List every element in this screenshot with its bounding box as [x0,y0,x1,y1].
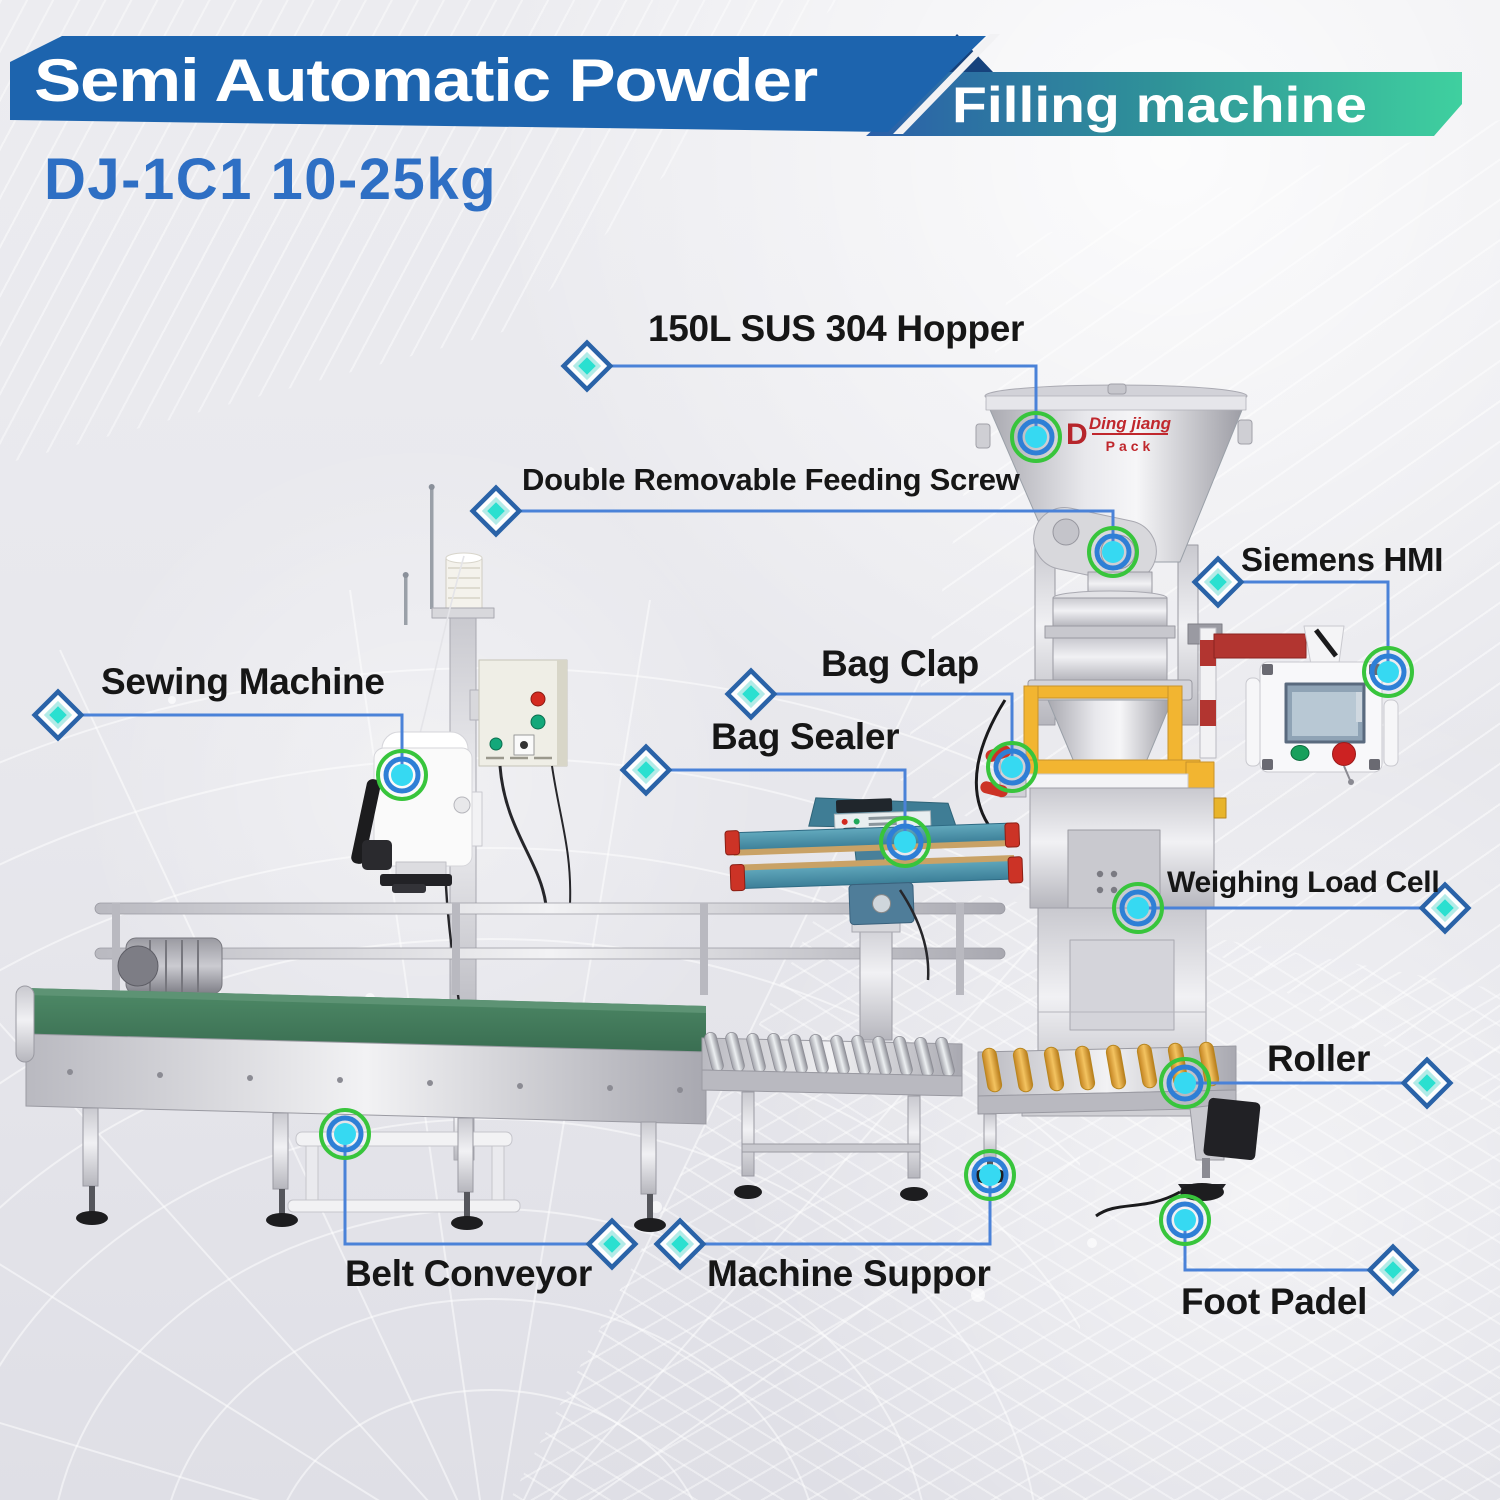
yellow-frame [1003,685,1215,789]
hmi-green-button [1290,745,1310,761]
callout-label-machine-support: Machine Suppor [707,1253,991,1294]
marker-machine-support [966,1151,1014,1199]
logo-sub-text: Pack [1106,438,1155,454]
callout-label-roller: Roller [1267,1038,1371,1079]
frame-bolts [67,1069,683,1093]
logo-mark: D [1066,418,1088,451]
header-banners [10,34,1462,136]
callout-label-load-cell: Weighing Load Cell [1167,866,1440,899]
diamond-icon-feeding-screw [473,488,520,535]
diamond-icon-sewing-machine [35,692,82,739]
marker-roller [1161,1059,1209,1107]
hmi-panel [1245,661,1399,785]
hmi-arm [1187,623,1345,759]
diamond-icon-belt-conveyor [589,1221,636,1268]
bag-sealer-machine [724,797,1024,1041]
connector-foot-pedal [1183,1220,1380,1272]
marker-sewing-machine [378,751,426,799]
callout-label-siemens-hmi: Siemens HMI [1241,541,1444,578]
diamond-icon-siemens-hmi [1195,559,1242,606]
banner-secondary [866,72,1462,136]
callout-label-sewing-machine: Sewing Machine [101,661,385,702]
banner-edge-highlight [893,34,1000,134]
roller-conveyor-machine [701,1032,963,1201]
callout-label-feeding-screw: Double Removable Feeding Screw [522,462,1020,497]
marker-hopper [1012,413,1060,461]
connector-feeding-screw [510,509,1115,549]
title-primary: Semi Automatic Powder [34,47,818,114]
connector-sewing-machine [71,713,404,775]
banner-primary [10,36,986,132]
diamond-icon-roller [1404,1060,1451,1107]
callout-label-bag-sealer: Bag Sealer [711,716,900,757]
bag-guide-rails [94,902,1006,995]
diamond-icon-machine-support [657,1221,704,1268]
marker-feeding-screw [1089,528,1137,576]
diamond-icon-bag-clap [728,671,775,718]
marker-bag-clap [988,743,1036,791]
model-text: DJ-1C1 10-25kg [44,147,497,212]
marker-load-cell [1114,884,1162,932]
connector-siemens-hmi [1231,580,1390,672]
connector-hopper [600,364,1038,437]
logo-brand-text: Ding jiang [1089,414,1172,433]
connector-bag-sealer [659,768,907,842]
marker-foot-pedal [1161,1196,1209,1244]
diamond-icon-bag-sealer [623,747,670,794]
marker-belt-conveyor [321,1110,369,1158]
belt-conveyor-machine [15,937,707,1232]
conveyor-legs [76,1107,666,1232]
diamond-icon-hopper [564,343,611,390]
callout-label-foot-pedal: Foot Padel [1181,1281,1368,1322]
connector-lines [71,364,1432,1272]
callout-label-hopper: 150L SUS 304 Hopper [648,308,1025,349]
marker-bag-sealer [881,818,929,866]
marker-siemens-hmi [1364,648,1412,696]
diamond-icon-foot-pedal [1370,1247,1417,1294]
callout-label-bag-clap: Bag Clap [821,643,979,684]
hmi-estop-button [1332,742,1356,766]
connector-belt-conveyor [343,1134,599,1246]
title-secondary: Filling machine [952,77,1367,133]
target-markers [321,413,1412,1244]
load-cell-bolts [1096,870,1118,894]
callout-label-belt-conveyor: Belt Conveyor [345,1253,592,1294]
connector-machine-support [693,1175,992,1246]
